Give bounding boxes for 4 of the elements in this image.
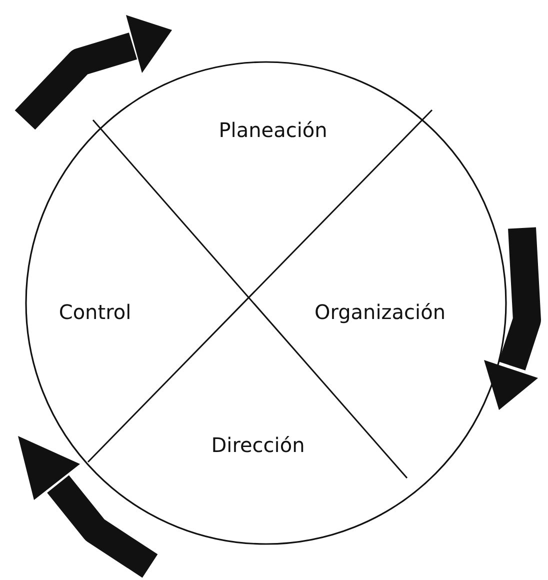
quadrant-label: Planeación	[218, 118, 328, 142]
quadrant-label: Dirección	[211, 433, 305, 457]
quadrant-label: Control	[58, 300, 132, 324]
quadrant-label: Organización	[314, 300, 446, 324]
